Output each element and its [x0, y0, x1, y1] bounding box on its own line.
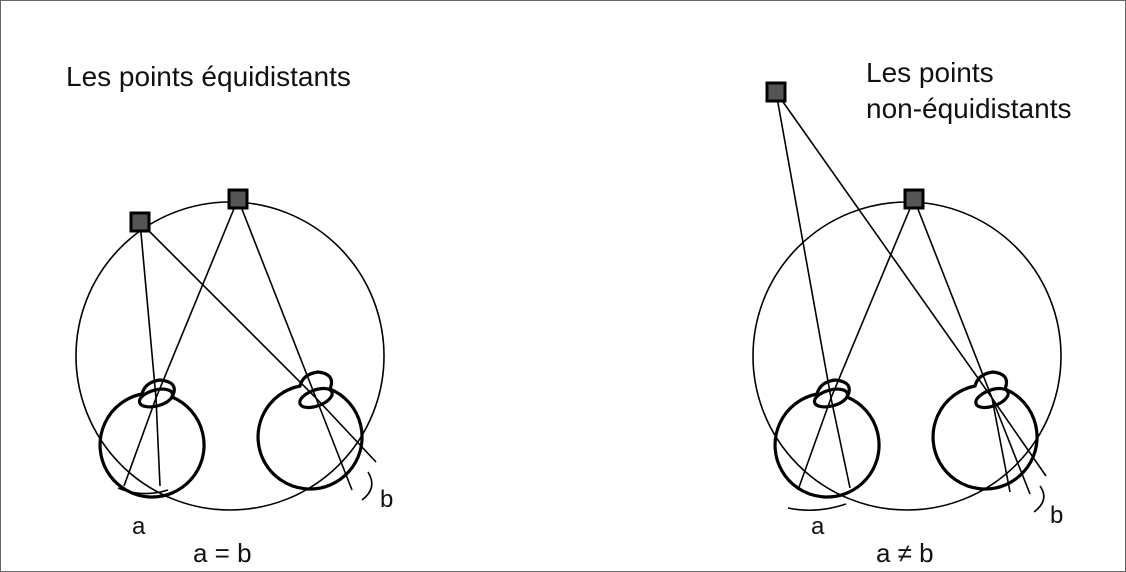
left-panel-arc-a — [117, 487, 169, 495]
left-panel-arc-b — [361, 471, 373, 501]
right-panel-arc-a — [787, 503, 847, 512]
left-panel-relation: a = b — [193, 538, 252, 568]
left-panel-label-a: a — [132, 513, 146, 540]
left-panel-left-eye — [98, 378, 206, 499]
left-panel-projection-lines — [123, 198, 377, 491]
right-diagram — [752, 81, 1062, 513]
right-horopter-circle — [752, 201, 1062, 511]
right-panel-title-line1: Les points — [866, 57, 994, 88]
right-panel-label-a: a — [811, 513, 825, 540]
left-panel-point-1 — [129, 211, 151, 233]
left-panel-title: Les points équidistants — [66, 61, 351, 92]
right-panel-relation: a ≠ b — [876, 538, 934, 568]
right-panel-left-eye — [773, 378, 881, 512]
left-panel-point-2 — [227, 188, 249, 210]
left-panel-label-b: b — [380, 486, 394, 513]
right-panel-arc-b — [1033, 485, 1045, 513]
left-panel-right-eye — [256, 370, 373, 501]
left-diagram — [75, 188, 385, 511]
right-panel-title-line2: non-équidistants — [866, 93, 1072, 124]
right-panel-point-on-circle — [903, 188, 925, 210]
right-panel-label-b: b — [1050, 502, 1064, 529]
left-horopter-circle — [75, 201, 385, 511]
right-panel-projection-lines — [775, 91, 1047, 495]
right-panel-point-far — [765, 81, 787, 103]
